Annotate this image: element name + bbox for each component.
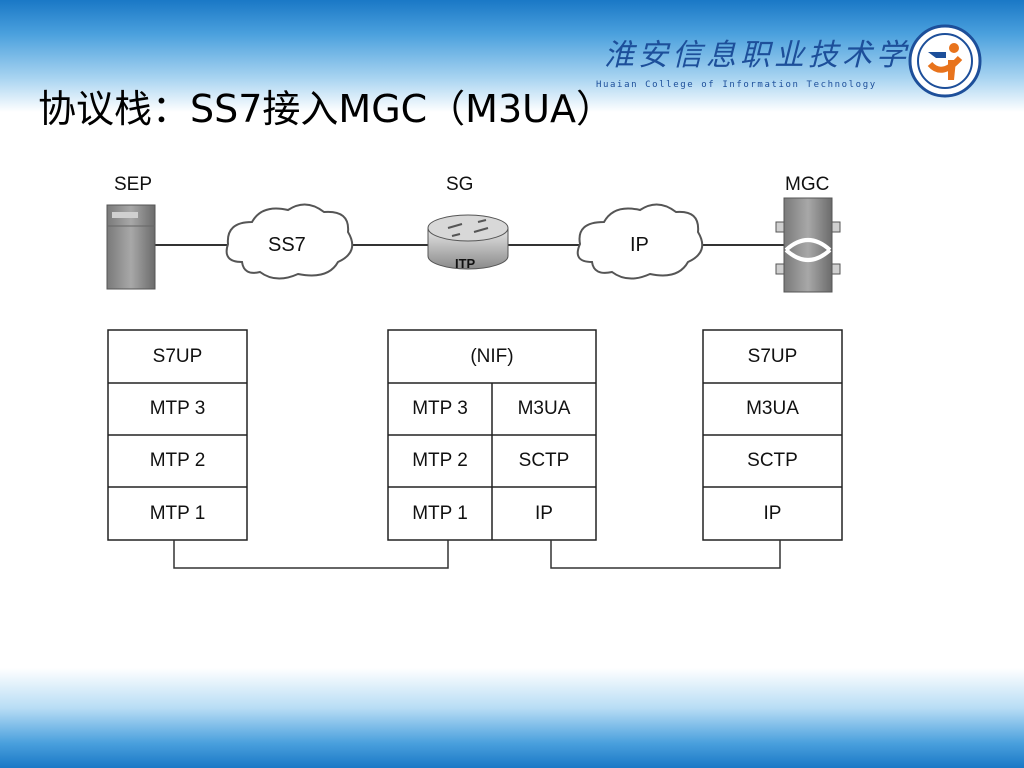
stack-cell: M3UA <box>517 398 571 419</box>
stack-cell: MTP 1 <box>412 502 468 524</box>
physical-link-sep-sg <box>173 540 449 569</box>
ss7-cloud-label: SS7 <box>268 234 306 256</box>
cloud-icon <box>225 203 354 280</box>
media-gateway-icon <box>775 197 841 293</box>
sep-stack <box>107 329 248 541</box>
college-name-cn: 淮安信息职业技术学院 <box>604 38 944 73</box>
header-band <box>0 0 1024 112</box>
college-name-en: Huaian College of Information Technology <box>596 80 877 90</box>
stack-cell: SCTP <box>518 450 570 471</box>
sep-label: SEP <box>114 174 153 195</box>
college-logo-icon <box>908 24 982 98</box>
server-icon <box>106 204 156 290</box>
stack-cell: MTP 2 <box>149 450 206 471</box>
stack-cell: MTP 3 <box>412 398 468 419</box>
slide-title: 协议栈：SS7接入MGC（M3UA） <box>38 87 614 131</box>
cloud-icon <box>576 203 704 280</box>
ip-cloud-label: IP <box>630 234 649 256</box>
mgc-label: MGC <box>785 174 830 195</box>
itp-label: ITP <box>455 256 476 271</box>
stack-cell: MTP 3 <box>149 398 206 419</box>
stack-cell: MTP 1 <box>149 502 206 524</box>
footer-band <box>0 668 1024 768</box>
sg-label: SG <box>446 174 474 195</box>
stack-cell: IP <box>763 502 782 524</box>
mgc-stack <box>702 329 843 541</box>
stack-cell: M3UA <box>746 398 799 419</box>
sg-stack <box>387 329 597 541</box>
stack-cell: S7UP <box>152 345 203 367</box>
stack-cell-nif: (NIF) <box>470 345 514 367</box>
physical-link-sg-mgc <box>550 540 781 569</box>
stack-cell: IP <box>535 502 553 524</box>
router-icon <box>427 214 509 270</box>
stack-cell: SCTP <box>747 450 798 471</box>
stack-cell: MTP 2 <box>412 450 468 471</box>
stack-cell: S7UP <box>747 345 798 367</box>
